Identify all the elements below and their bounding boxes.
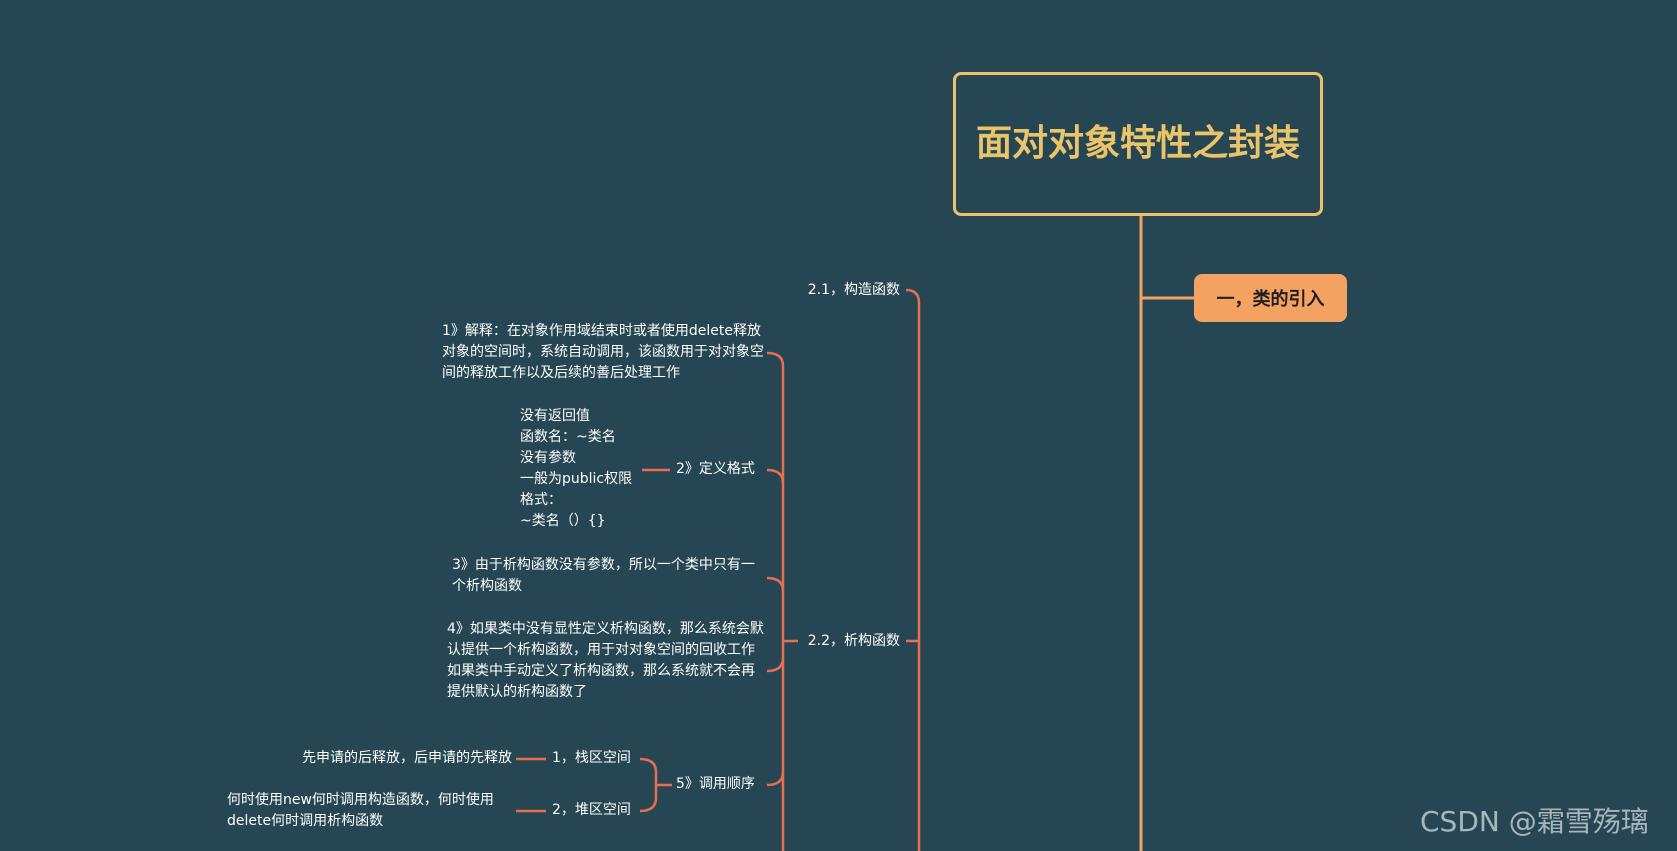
node-stack-space[interactable]: 1，栈区空间 — [552, 750, 631, 766]
node-destructor-order[interactable]: 5》调用顺序 — [676, 776, 755, 792]
node-destructor-format-lines[interactable]: 没有返回值 函数名：~类名 没有参数 一般为public权限 格式： ~类名（）… — [520, 406, 632, 532]
node-destructor-explain[interactable]: 1》解释：在对象作用域结束时或者使用delete释放对象的空间时，系统自动调用，… — [442, 323, 764, 381]
default-line: 4》如果类中没有显性定义析构函数，那么系统会默认提供一个析构函数，用于对对象空间… — [447, 621, 764, 658]
format-line: 格式： — [520, 492, 562, 508]
node-destructor[interactable]: 2.2，析构函数 — [807, 633, 900, 649]
watermark: CSDN @霜雪殇璃 — [1420, 805, 1649, 838]
node-heap-text[interactable]: 何时使用new何时调用构造函数，何时使用delete何时调用析构函数 — [227, 792, 494, 829]
default-line: 如果类中手动定义了析构函数，那么系统就不会再提供默认的析构函数了 — [447, 663, 755, 700]
topic-class-intro-label: 一，类的引入 — [1216, 289, 1325, 310]
topic-class-intro[interactable]: 一，类的引入 — [1194, 274, 1347, 322]
format-line: 没有返回值 — [520, 408, 590, 424]
node-destructor-default[interactable]: 4》如果类中没有显性定义析构函数，那么系统会默认提供一个析构函数，用于对对象空间… — [447, 619, 767, 703]
format-line: ~类名（）{} — [520, 513, 606, 529]
root-node[interactable]: 面对对象特性之封装 — [953, 72, 1323, 216]
format-line: 没有参数 — [520, 450, 576, 466]
format-line: 函数名：~类名 — [520, 429, 616, 445]
format-line: 一般为public权限 — [520, 471, 633, 487]
node-constructor[interactable]: 2.1，构造函数 — [807, 282, 900, 298]
root-title: 面对对象特性之封装 — [975, 123, 1300, 164]
node-stack-text[interactable]: 先申请的后释放，后申请的先释放 — [302, 750, 512, 766]
node-heap-space[interactable]: 2，堆区空间 — [552, 802, 631, 818]
node-destructor-format[interactable]: 2》定义格式 — [676, 461, 755, 477]
node-destructor-single[interactable]: 3》由于析构函数没有参数，所以一个类中只有一个析构函数 — [452, 557, 755, 594]
